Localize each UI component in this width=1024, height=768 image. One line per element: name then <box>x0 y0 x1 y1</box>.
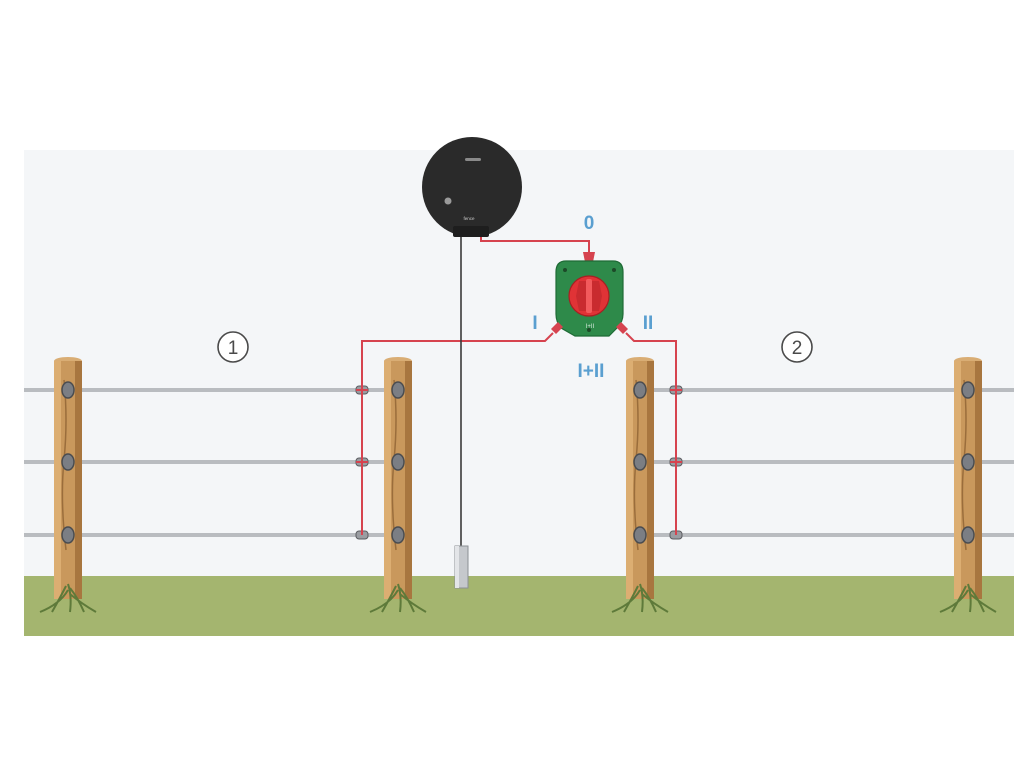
ground-rod-icon <box>454 234 469 589</box>
ring-insulator-icon <box>633 381 975 544</box>
grass-tuft-icon <box>39 583 997 613</box>
position-two-label: II <box>643 313 654 334</box>
ring-insulator-icon <box>61 381 75 544</box>
section-one-label: 1 <box>228 338 239 359</box>
ground <box>24 576 1014 636</box>
sky-background <box>24 150 1014 590</box>
energizer-unit-icon: fence <box>422 137 522 237</box>
lead-cables <box>356 234 682 535</box>
switch-to-right-fence-cable <box>625 332 677 535</box>
right-fence <box>626 357 1014 599</box>
right-post-outer <box>954 357 982 599</box>
left-post-inner <box>384 357 412 599</box>
position-both-label: I+II <box>578 361 605 382</box>
switch-to-left-fence-cable <box>361 332 554 535</box>
rotary-switch-icon: I+II <box>551 252 628 337</box>
switch-knob-label: I+II <box>586 324 595 330</box>
position-one-label: I <box>532 313 537 334</box>
energizer-to-switch-cable <box>480 234 590 252</box>
section-two-label: 2 <box>792 338 803 359</box>
position-off-label: 0 <box>584 213 595 234</box>
left-post-outer <box>54 357 82 599</box>
ring-insulator-icon <box>391 381 405 544</box>
section-one-badge: 1 <box>217 331 249 363</box>
right-post-inner <box>626 357 654 599</box>
left-fence <box>24 357 412 599</box>
section-two-badge: 2 <box>781 331 813 363</box>
energizer-brand-label: fence <box>463 216 475 221</box>
